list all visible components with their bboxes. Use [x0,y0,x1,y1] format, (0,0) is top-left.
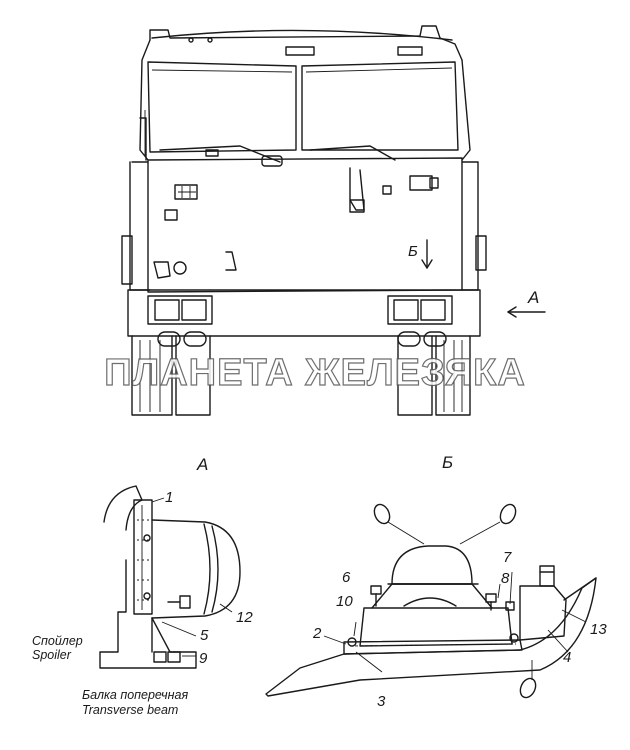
view-title-a: А [197,455,209,474]
view-title-b: Б [442,453,454,472]
callout-8: 8 [501,570,510,587]
callout-3: 3 [377,693,386,710]
callout-2: 2 [313,625,322,642]
caption-beam-ru: Балка поперечная [82,688,189,702]
callout-13: 13 [590,621,607,638]
callout-1: 1 [165,489,174,506]
callout-4: 4 [563,649,572,666]
callout-6: 6 [342,569,351,586]
watermark: ПЛАНЕТА ЖЕЛЕЗЯКА [104,351,526,394]
callout-10: 10 [336,593,353,610]
caption-spoiler-ru: Спойлер [32,634,83,648]
callout-9: 9 [199,650,208,667]
arrow-label-a: А [528,288,540,307]
arrow-label-b: Б [408,243,418,260]
caption-beam-en: Transverse beam [82,703,179,717]
callout-12: 12 [236,609,253,626]
callout-5: 5 [200,627,209,644]
caption-spoiler-en: Spoiler [32,648,71,662]
callout-7: 7 [503,549,512,566]
